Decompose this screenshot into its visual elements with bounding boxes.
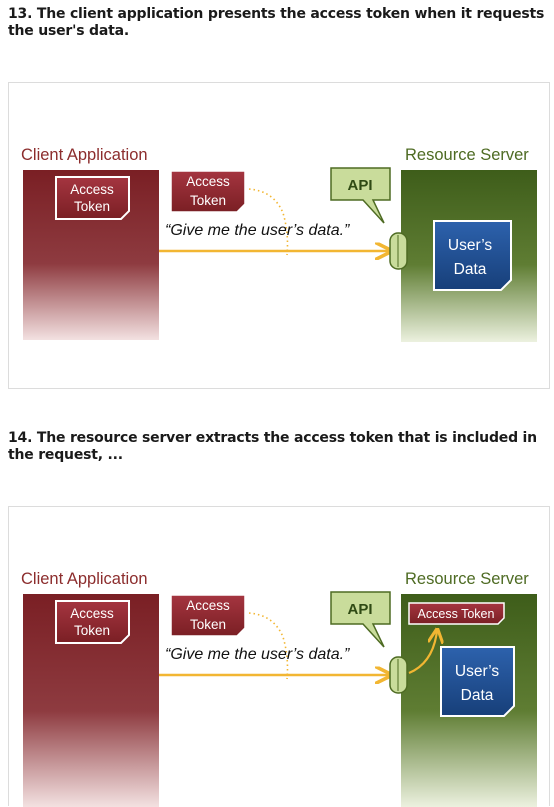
sent-token-line2: Token <box>190 617 226 632</box>
users-data-line2: Data <box>454 261 487 278</box>
api-port-icon <box>389 232 408 270</box>
client-token-line2: Token <box>74 623 110 638</box>
client-application-label: Client Application <box>21 570 148 588</box>
request-quote: “Give me the user’s data.” <box>165 646 350 663</box>
sent-token-line1: Access <box>186 174 230 189</box>
request-quote: “Give me the user’s data.” <box>165 222 350 239</box>
users-data-line1: User’s <box>455 663 499 680</box>
client-access-token-card: Access Token <box>55 176 130 220</box>
resource-server-label: Resource Server <box>405 570 529 588</box>
extraction-arrow <box>408 631 437 675</box>
extracted-token-label: Access Token <box>418 607 495 621</box>
client-application-label: Client Application <box>21 146 148 164</box>
sent-token-line2: Token <box>190 193 226 208</box>
api-label: API <box>347 177 372 194</box>
step-13-diagram: Client Application Access Token Access T… <box>8 82 550 389</box>
sent-token-line1: Access <box>186 598 230 613</box>
client-token-line1: Access <box>70 606 114 621</box>
extracted-access-token-card: Access Token <box>408 602 505 625</box>
resource-server-label: Resource Server <box>405 146 529 164</box>
users-data-document: User’s Data <box>440 646 515 717</box>
users-data-document: User’s Data <box>433 220 512 291</box>
client-token-line2: Token <box>74 199 110 214</box>
api-callout: API <box>330 167 391 224</box>
step-14-diagram-canvas: Client Application Access Token Access T… <box>21 570 537 807</box>
sent-access-token-card: Access Token <box>170 594 246 637</box>
api-callout: API <box>330 591 391 648</box>
sent-access-token-card: Access Token <box>170 170 246 213</box>
users-data-line2: Data <box>461 687 494 704</box>
step-14-heading: 14. The resource server extracts the acc… <box>8 430 537 463</box>
step-13-diagram-canvas: Client Application Access Token Access T… <box>21 146 537 342</box>
client-access-token-card: Access Token <box>55 600 130 644</box>
api-port-icon <box>389 656 408 694</box>
step-14-diagram: Client Application Access Token Access T… <box>8 506 550 807</box>
step-13-heading: 13. The client application presents the … <box>8 6 545 39</box>
api-label: API <box>347 601 372 618</box>
users-data-line1: User’s <box>448 237 492 254</box>
client-token-line1: Access <box>70 182 114 197</box>
